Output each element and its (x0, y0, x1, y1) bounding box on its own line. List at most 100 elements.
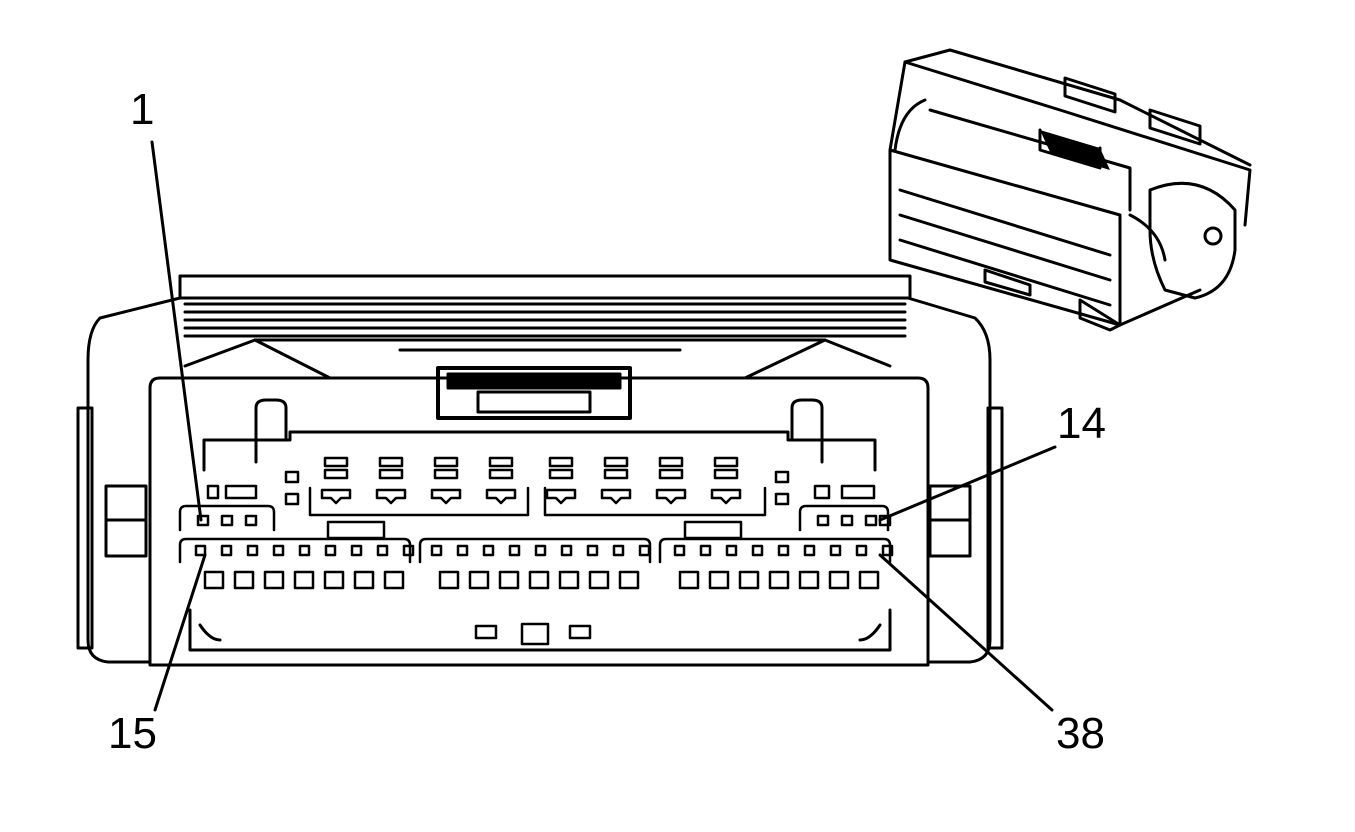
upper-terminal-mid (433, 468, 459, 480)
lower-cavity (777, 544, 790, 557)
lower-housing (418, 537, 652, 564)
lower-cavity (246, 544, 259, 557)
lower-cavity (272, 544, 285, 557)
upper-terminal-top (548, 456, 574, 468)
lower-terminal (828, 570, 850, 590)
side-cavity (284, 470, 300, 484)
upper-terminal-latch (710, 488, 742, 505)
pin-label-1: 1 (130, 85, 155, 134)
upper-terminal-mid (548, 468, 574, 480)
short-row-right (798, 504, 890, 532)
lower-housing (178, 537, 412, 564)
lower-terminal (858, 570, 880, 590)
lower-housing (658, 537, 892, 564)
lower-terminal (708, 570, 730, 590)
pin-cavities (178, 456, 894, 646)
lower-cavity (376, 544, 389, 557)
short-row-cavity (816, 514, 830, 527)
short-row-cavity (840, 514, 854, 527)
upper-terminal-top (378, 456, 404, 468)
upper-terminal-latch (485, 488, 517, 505)
upper-terminal-top (488, 456, 514, 468)
bottom-key (474, 624, 498, 640)
lower-cavity (881, 544, 894, 557)
upper-terminal-top (433, 456, 459, 468)
lower-terminal (738, 570, 760, 590)
lower-terminal (768, 570, 790, 590)
upper-housing-right (543, 486, 767, 517)
lower-cavity (482, 544, 495, 557)
lower-cavity (508, 544, 521, 557)
leader-lines (150, 140, 1057, 712)
short-row-cavity (220, 514, 234, 527)
side-cavity (284, 492, 300, 506)
lower-cavity (350, 544, 363, 557)
lower-cavity (430, 544, 443, 557)
lower-cavity (298, 544, 311, 557)
upper-terminal-top (658, 456, 684, 468)
lower-terminal (263, 570, 285, 590)
lower-terminal (383, 570, 405, 590)
lower-cavity (194, 544, 207, 557)
side-cavity (840, 484, 876, 500)
lower-cavity (751, 544, 764, 557)
connector-isometric-view (888, 48, 1252, 332)
lower-cavity (638, 544, 651, 557)
lower-terminal (468, 570, 490, 590)
lower-cavity (560, 544, 573, 557)
side-cavity (813, 484, 831, 500)
lower-terminal (293, 570, 315, 590)
upper-terminal-mid (658, 468, 684, 480)
upper-terminal-latch (545, 488, 577, 505)
pin-label-15: 15 (108, 709, 157, 758)
lower-cavity (324, 544, 337, 557)
upper-terminal-mid (488, 468, 514, 480)
lower-terminal (798, 570, 820, 590)
upper-terminal-mid (713, 468, 739, 480)
lower-terminal (528, 570, 550, 590)
upper-terminal-latch (655, 488, 687, 505)
pin-label-38: 38 (1056, 709, 1105, 758)
lower-cavity (534, 544, 547, 557)
lower-terminal (618, 570, 640, 590)
lower-cavity (586, 544, 599, 557)
bottom-key (568, 624, 592, 640)
upper-terminal-latch (320, 488, 352, 505)
short-row-cavity (244, 514, 258, 527)
lower-terminal (353, 570, 375, 590)
side-cavity (774, 492, 790, 506)
upper-terminal-top (603, 456, 629, 468)
upper-terminal-mid (603, 468, 629, 480)
lower-terminal (558, 570, 580, 590)
lower-terminal (678, 570, 700, 590)
pin-label-14: 14 (1057, 399, 1106, 448)
upper-terminal-top (713, 456, 739, 468)
upper-terminal-latch (375, 488, 407, 505)
lower-cavity (829, 544, 842, 557)
lower-terminal (323, 570, 345, 590)
lower-cavity (699, 544, 712, 557)
lower-cavity (855, 544, 868, 557)
short-row-left (178, 504, 276, 532)
lower-terminal (498, 570, 520, 590)
lower-cavity (402, 544, 415, 557)
upper-terminal-latch (600, 488, 632, 505)
upper-terminal-mid (378, 468, 404, 480)
keying-slot (326, 520, 386, 540)
lower-terminal (588, 570, 610, 590)
upper-housing-left (308, 486, 530, 517)
lower-cavity (673, 544, 686, 557)
side-cavity (206, 484, 220, 500)
keying-slot (683, 520, 743, 540)
lower-cavity (456, 544, 469, 557)
lower-cavity (220, 544, 233, 557)
lower-cavity (803, 544, 816, 557)
lower-cavity (725, 544, 738, 557)
upper-terminal-mid (323, 468, 349, 480)
upper-terminal-latch (430, 488, 462, 505)
lower-terminal (438, 570, 460, 590)
side-cavity (224, 484, 258, 500)
upper-terminal-top (323, 456, 349, 468)
